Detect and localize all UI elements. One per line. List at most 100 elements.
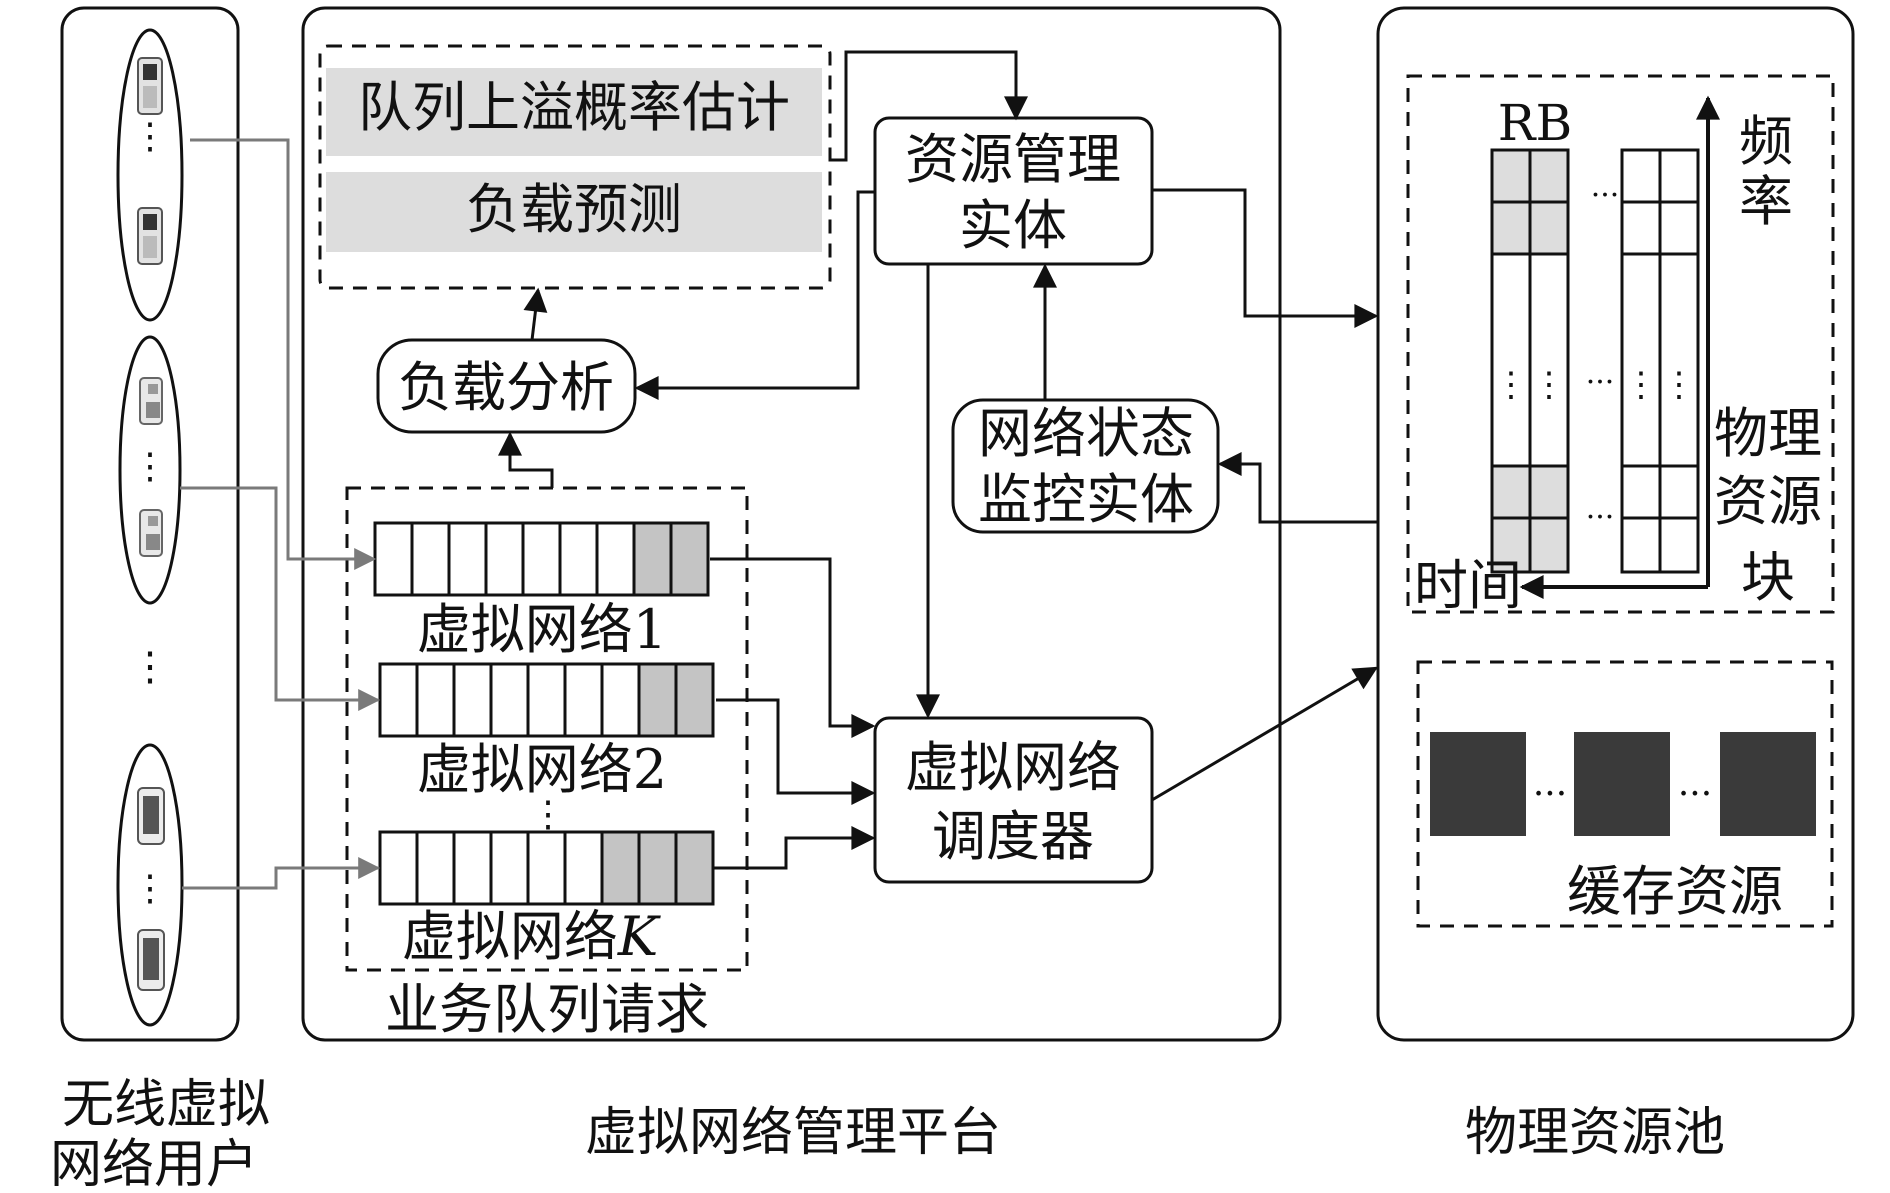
arrow-vnk-to-scheduler bbox=[714, 826, 876, 870]
telephone-icon bbox=[139, 509, 163, 557]
connectors bbox=[180, 50, 1379, 890]
ellipsis-dots: ⋮ bbox=[132, 116, 168, 157]
arrow-resource-mgr-to-load-analysis bbox=[634, 190, 875, 400]
rb-cell bbox=[1528, 200, 1570, 256]
smartphone-icon bbox=[137, 787, 165, 845]
arrow-pool-to-monitor bbox=[1217, 452, 1378, 524]
scheduler-line1: 虚拟网络 bbox=[905, 736, 1121, 799]
rb-cell bbox=[1658, 148, 1700, 204]
resource-mgr-line2: 实体 bbox=[959, 194, 1067, 257]
queue-cell bbox=[674, 662, 715, 738]
arrow-users-to-vn1 bbox=[190, 138, 377, 570]
queue-cell bbox=[563, 662, 604, 738]
virtual-network-scheduler: 虚拟网络 调度器 bbox=[873, 716, 1154, 884]
queue-virtual-network-1 bbox=[373, 521, 710, 597]
vnk-label: 虚拟网络K bbox=[402, 905, 661, 968]
arrow-estimation-to-resource-mgr bbox=[830, 50, 1028, 162]
load-analysis-label: 负载分析 bbox=[398, 356, 614, 419]
queue-cell bbox=[526, 830, 567, 906]
rb-cell bbox=[1490, 516, 1532, 574]
queue-cell bbox=[378, 662, 419, 738]
frequency-label-1: 频 bbox=[1739, 110, 1793, 173]
prb-label-line2: 资源 bbox=[1714, 470, 1822, 533]
queue-cell bbox=[415, 830, 456, 906]
rb-cell bbox=[1658, 200, 1700, 256]
queue-cell bbox=[637, 830, 678, 906]
platform-caption: 虚拟网络管理平台 bbox=[585, 1103, 1001, 1163]
arrow-vn2-to-scheduler bbox=[716, 698, 876, 805]
queue-cell bbox=[484, 521, 525, 597]
time-label: 时间 bbox=[1414, 554, 1522, 617]
queue-cell bbox=[452, 662, 493, 738]
load-prediction-label: 负载预测 bbox=[466, 178, 682, 241]
queue-cell bbox=[563, 830, 604, 906]
user-group-3: ⋮ bbox=[116, 743, 184, 1027]
ellipsis-dots: ··· bbox=[1586, 365, 1615, 400]
queue-cell bbox=[674, 830, 715, 906]
rb-cell bbox=[1620, 148, 1662, 204]
ellipsis-dots: ⋮ bbox=[1494, 365, 1528, 405]
queue-cell bbox=[632, 521, 673, 597]
ellipsis-dots: ⋮ bbox=[1624, 365, 1658, 405]
queue-cell bbox=[600, 830, 641, 906]
queue-cell bbox=[637, 662, 678, 738]
queue-cell bbox=[378, 830, 419, 906]
rb-cell bbox=[1490, 464, 1532, 520]
arrow-queues-to-load-analysis bbox=[498, 431, 554, 488]
ellipsis-dots: ⋮ bbox=[130, 644, 170, 690]
vn1-label: 虚拟网络1 bbox=[417, 598, 667, 661]
rb-cell bbox=[1490, 148, 1532, 204]
queue-cell bbox=[595, 521, 636, 597]
cache-block bbox=[1430, 732, 1526, 836]
vn2-label: 虚拟网络2 bbox=[417, 738, 667, 801]
load-analysis-node: 负载分析 bbox=[376, 338, 637, 434]
queue-cell bbox=[526, 662, 567, 738]
physical-pool-panel: RB ⋮⋮⋮⋮········· 频 率 物理 资源 块 时间 ··· ··· … bbox=[1376, 6, 1855, 1163]
ellipsis-dots: ⋮ bbox=[1532, 365, 1566, 405]
queue-cell bbox=[669, 521, 710, 597]
vnk-label-suffix: K bbox=[617, 905, 661, 968]
pool-caption: 物理资源池 bbox=[1465, 1103, 1725, 1163]
phone-icon bbox=[137, 207, 163, 265]
cache-block bbox=[1720, 732, 1816, 836]
rb-cell bbox=[1528, 148, 1570, 204]
rb-cell bbox=[1620, 200, 1662, 256]
ellipsis-dots: ··· bbox=[1586, 500, 1615, 535]
user-group-2: ⋮ bbox=[118, 335, 182, 605]
rb-cell bbox=[1658, 516, 1700, 574]
queue-cell bbox=[410, 521, 451, 597]
queue-cell bbox=[452, 830, 493, 906]
queue-cell bbox=[373, 521, 414, 597]
overflow-estimation-label: 队列上溢概率估计 bbox=[358, 76, 790, 139]
vnk-label-prefix: 虚拟网络 bbox=[402, 905, 618, 968]
ellipsis-dots: ··· bbox=[1591, 178, 1620, 213]
arrow-users-to-vn2 bbox=[180, 486, 381, 711]
monitor-line1: 网络状态 bbox=[978, 402, 1194, 465]
queue-cell bbox=[447, 521, 488, 597]
monitor-line2: 监控实体 bbox=[978, 468, 1194, 531]
queue-cell bbox=[600, 662, 641, 738]
smartphone-icon bbox=[137, 929, 165, 991]
ellipsis-dots: ⋮ bbox=[132, 446, 168, 487]
frequency-label-2: 率 bbox=[1739, 170, 1793, 233]
arrow-vn1-to-scheduler bbox=[710, 557, 876, 738]
arrow-resource-mgr-to-pool bbox=[1152, 188, 1379, 328]
queue-virtual-network-2 bbox=[378, 662, 715, 738]
arrow-scheduler-to-pool bbox=[1151, 666, 1379, 802]
prb-label-line3: 块 bbox=[1741, 546, 1795, 609]
resource-mgr-line1: 资源管理 bbox=[905, 128, 1121, 191]
ellipsis-dots: ⋮ bbox=[132, 868, 168, 909]
resource-block-grid: RB ⋮⋮⋮⋮········· 频 率 物理 资源 块 时间 bbox=[1406, 74, 1835, 617]
queue-virtual-network-k bbox=[378, 830, 715, 906]
ellipsis-dots: ··· bbox=[1533, 774, 1567, 815]
arrow-users-to-vnk bbox=[182, 857, 381, 890]
queue-cell bbox=[489, 662, 530, 738]
arrow-load-analysis-to-estimation bbox=[523, 287, 548, 341]
rb-cell bbox=[1528, 516, 1570, 574]
network-monitor-entity: 网络状态 监控实体 bbox=[951, 398, 1220, 534]
scheduler-line2: 调度器 bbox=[932, 805, 1094, 868]
rb-label: RB bbox=[1498, 94, 1572, 152]
rb-cell bbox=[1620, 516, 1662, 574]
resource-management-entity: 资源管理 实体 bbox=[873, 116, 1154, 266]
